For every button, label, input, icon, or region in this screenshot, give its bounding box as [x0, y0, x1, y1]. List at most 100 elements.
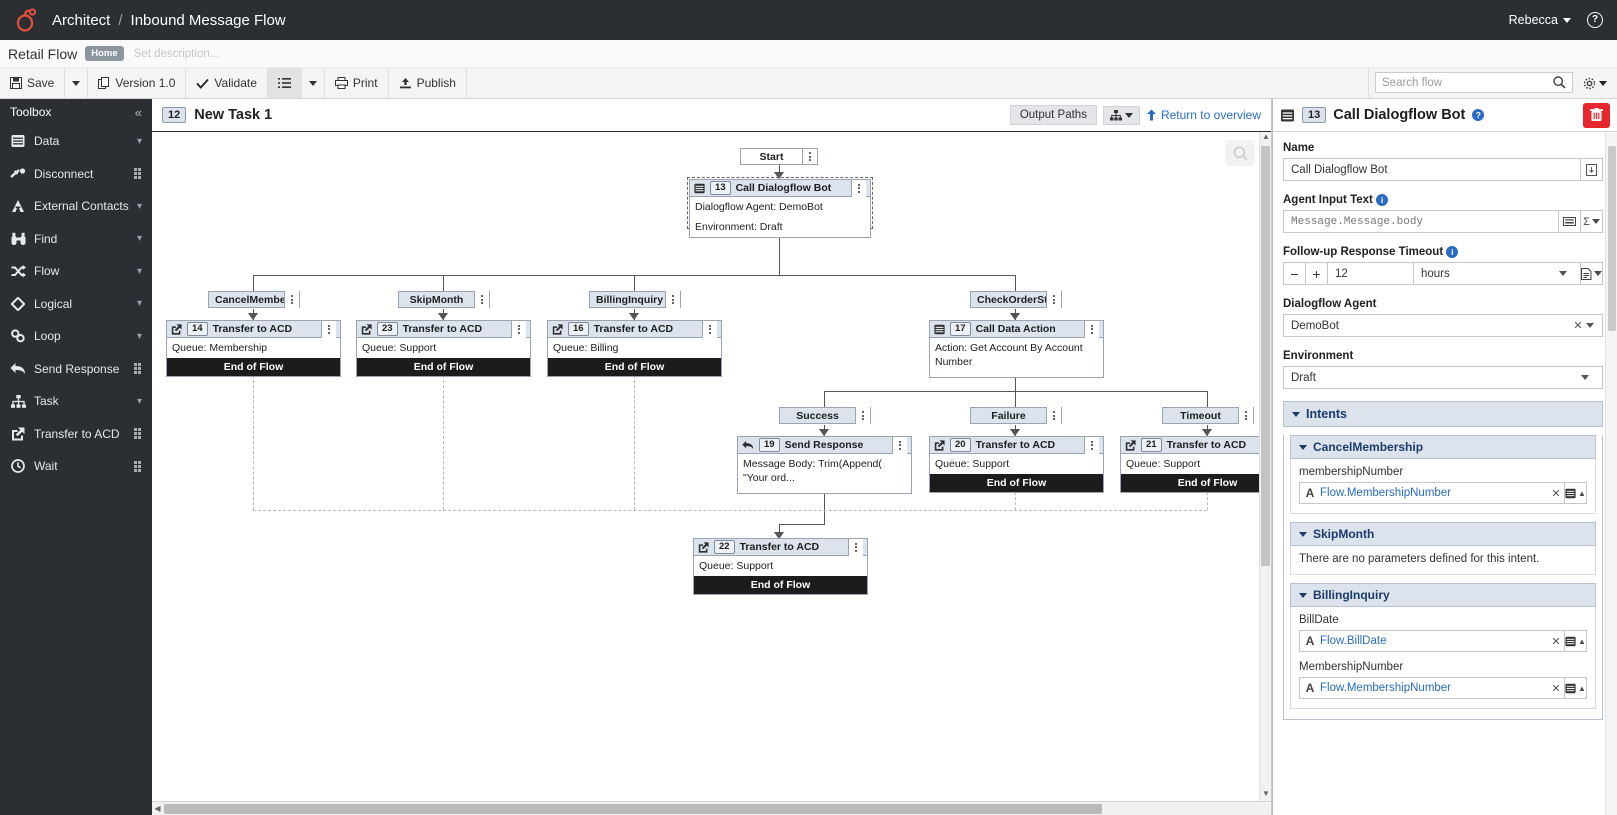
properties-vertical-scrollbar[interactable] [1605, 132, 1617, 815]
branch-kebab-icon[interactable] [284, 291, 299, 308]
timeout-increment-button[interactable]: + [1306, 263, 1328, 284]
toolbox-item-find[interactable]: Find▾ [0, 223, 152, 256]
publish-button[interactable]: Publish [388, 68, 467, 98]
scroll-down-arrow-icon[interactable]: ▼ [1262, 789, 1270, 798]
info-icon[interactable]: ? [1472, 109, 1485, 121]
intent-header-skipmonth[interactable]: SkipMonth [1290, 522, 1596, 546]
environment-field[interactable]: Draft [1283, 366, 1603, 389]
name-expand-icon[interactable] [1580, 159, 1602, 180]
name-field[interactable] [1283, 158, 1603, 181]
layout-dropdown-button[interactable] [1102, 105, 1140, 125]
toolbox-item-disconnect[interactable]: Disconnect [0, 158, 152, 191]
branch-kebab-icon[interactable] [855, 407, 870, 424]
search-input[interactable] [1382, 76, 1553, 89]
toolbox-item-external-contacts[interactable]: External Contacts▾ [0, 190, 152, 223]
chevron-down-icon[interactable]: ▾ [136, 233, 142, 245]
chevron-down-icon[interactable]: ▾ [136, 265, 142, 277]
timeout-unit-select[interactable]: hours [1414, 263, 1580, 284]
timeout-decrement-button[interactable]: − [1284, 263, 1306, 284]
chevron-down-icon[interactable]: ▾ [136, 135, 142, 147]
drag-handle-icon[interactable] [134, 460, 142, 472]
delete-button[interactable] [1583, 102, 1610, 128]
canvas-horizontal-scrollbar[interactable]: ◀ [152, 801, 1271, 815]
user-menu[interactable]: Rebecca [1509, 13, 1571, 27]
info-icon[interactable]: i [1446, 246, 1459, 258]
toolbox-item-data[interactable]: Data▾ [0, 125, 152, 158]
branch-pill-billinginquiry[interactable]: BillingInquiry [589, 291, 681, 308]
toolbox-item-loop[interactable]: Loop▾ [0, 320, 152, 353]
print-button[interactable]: Print [324, 68, 389, 98]
toolbox-item-transfer-to-acd[interactable]: Transfer to ACD [0, 418, 152, 451]
drag-handle-icon[interactable] [134, 363, 142, 375]
flow-node-kebab-icon[interactable] [1084, 436, 1099, 454]
canvas-vscroll-thumb[interactable] [1261, 146, 1270, 566]
search-flow-field[interactable] [1375, 72, 1573, 93]
name-input[interactable] [1284, 159, 1580, 180]
output-paths-button[interactable]: Output Paths [1009, 105, 1097, 125]
environment-select[interactable]: Draft [1284, 367, 1602, 388]
branch-pill-checkordersta[interactable]: CheckOrderSta... [970, 291, 1062, 308]
chevron-down-icon[interactable]: ▾ [136, 200, 142, 212]
clear-agent-icon[interactable]: ✕ [1573, 320, 1583, 332]
branch-kebab-icon[interactable] [1238, 407, 1253, 424]
flow-name[interactable]: Retail Flow [8, 45, 78, 62]
list-view-dropdown-button[interactable] [301, 68, 325, 98]
drag-handle-icon[interactable] [134, 168, 142, 180]
clear-param-icon[interactable]: ✕ [1551, 487, 1561, 500]
keyboard-icon[interactable] [1558, 211, 1580, 232]
param-variable-picker-icon[interactable]: ▲ [1564, 631, 1586, 651]
properties-vscroll-thumb[interactable] [1608, 146, 1616, 331]
return-to-overview-link[interactable]: Return to overview [1146, 108, 1261, 122]
magnifier-icon[interactable] [1225, 140, 1255, 166]
chevron-double-left-icon[interactable]: « [134, 104, 142, 120]
branch-kebab-icon[interactable] [1046, 291, 1061, 308]
canvas-hscroll-thumb[interactable] [164, 803, 1102, 814]
drag-handle-icon[interactable] [134, 428, 142, 440]
clear-param-icon[interactable]: ✕ [1551, 682, 1561, 695]
branch-pill-failure[interactable]: Failure [970, 407, 1062, 424]
toolbox-item-wait[interactable]: Wait [0, 450, 152, 483]
flow-node-kebab-icon[interactable] [892, 436, 907, 454]
chevron-down-icon[interactable]: ▾ [136, 395, 142, 407]
start-node[interactable]: Start [740, 148, 818, 165]
expression-dropdown-icon[interactable]: Σ [1580, 211, 1602, 232]
flow-node-kebab-icon[interactable] [321, 320, 336, 338]
chevron-down-icon[interactable]: ▾ [136, 330, 142, 342]
breadcrumb-app[interactable]: Architect [52, 11, 111, 29]
save-button[interactable]: Save [0, 68, 66, 98]
branch-kebab-icon[interactable] [665, 291, 680, 308]
dialogflow-agent-select[interactable]: DemoBot [1284, 315, 1570, 336]
info-icon[interactable]: i [1376, 194, 1389, 206]
param-variable-picker-icon[interactable]: ▲ [1564, 483, 1586, 503]
intents-section-header[interactable]: Intents [1283, 401, 1603, 427]
branch-kebab-icon[interactable] [1046, 407, 1061, 424]
version-button[interactable]: Version 1.0 [88, 68, 187, 98]
timeout-field[interactable]: − + hours [1283, 262, 1603, 285]
flow-node-kebab-icon[interactable] [511, 320, 526, 338]
intent-header-billinginquiry[interactable]: BillingInquiry [1290, 583, 1596, 607]
branch-pill-skipmonth[interactable]: SkipMonth [398, 291, 490, 308]
agent-input-text-input[interactable] [1284, 211, 1558, 232]
chevron-down-icon[interactable]: ▾ [136, 298, 142, 310]
branch-pill-success[interactable]: Success [779, 407, 871, 424]
list-view-button[interactable] [267, 68, 302, 98]
flow-node-kebab-icon[interactable] [848, 538, 863, 556]
properties-body[interactable]: Name Agent Input Text i Σ Follow-up Resp… [1273, 132, 1617, 815]
toolbox-item-logical[interactable]: Logical▾ [0, 288, 152, 321]
